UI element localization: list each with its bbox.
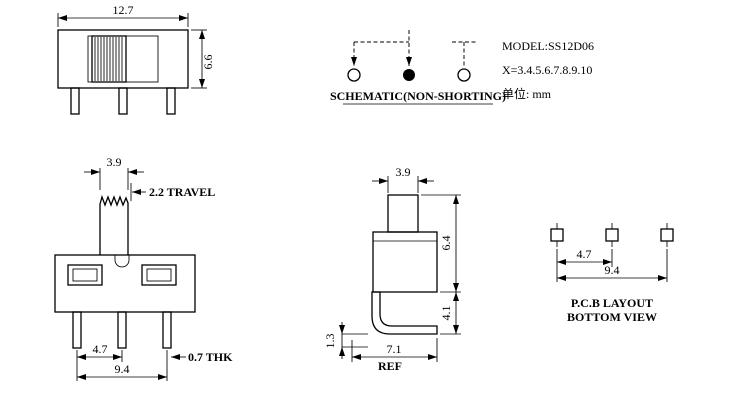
schematic-label: SCHEMATIC(NON-SHORTING): [330, 89, 506, 103]
terminal-pins-side: [72, 311, 172, 349]
pcb-layout: 4.7 9.4 P.C.B LAYOUT BOTTOM VIEW: [550, 223, 674, 324]
side-view: 3.9 2.2 TRAVEL 4.7 9.4: [54, 155, 233, 381]
bottom-view-label: BOTTOM VIEW: [567, 310, 657, 324]
bent-terminal-pin: [371, 291, 438, 335]
switch-body-front: [57, 29, 189, 89]
profile-knob-dim-label: 3.9: [396, 165, 411, 179]
pcb-pitch-dim-label: 4.7: [577, 247, 592, 261]
switch-body-profile: [372, 231, 438, 293]
switch-body-side: [54, 254, 196, 313]
ref-label: REF: [378, 359, 402, 373]
terminal-pins-front: [70, 87, 176, 115]
pin-length-dim-label: 7.1: [387, 342, 402, 356]
model-x-options: X=3.4.5.6.7.8.9.10: [502, 63, 592, 77]
pcb-layout-label: P.C.B LAYOUT: [571, 296, 653, 310]
height-dimension: 6.6: [191, 29, 215, 89]
slider-knob-front: [91, 35, 127, 83]
pcb-dimensions: 4.7 9.4: [556, 247, 668, 282]
title-block: MODEL:SS12D06 X=3.4.5.6.7.8.9.10 单位: mm: [502, 39, 594, 101]
pin-span-dim-label: 9.4: [115, 362, 130, 376]
pitch-dimension: 4.7 9.4: [76, 342, 168, 381]
travel-label: 2.2 TRAVEL: [149, 185, 215, 199]
contact-open-left: [347, 68, 361, 82]
contact-open-right: [457, 68, 471, 82]
pin-pitch-dim-label: 4.7: [93, 342, 108, 356]
body-height-dim-label: 6.4: [439, 236, 453, 251]
body-windows: [67, 264, 177, 286]
knob-stem-arch: [114, 255, 130, 268]
thickness-label: 0.7 THK: [188, 350, 233, 364]
front-height-dim-label: 6.6: [201, 55, 215, 70]
model-number: MODEL:SS12D06: [502, 39, 594, 53]
front-view: 12.7 6.6: [57, 3, 215, 115]
pin-height-dim-label: 4.1: [439, 306, 453, 321]
profile-knob-dimension: 3.9: [372, 165, 434, 193]
knob-width-dimension: 3.9: [84, 155, 144, 190]
unit-note: 单位: mm: [502, 86, 552, 101]
thickness-callout: 0.7 THK: [171, 350, 233, 364]
front-width-dim-label: 12.7: [113, 3, 134, 17]
contact-common-filled: [403, 69, 415, 81]
pin-tip-dim-label: 1.3: [323, 334, 337, 349]
slider-slot: [87, 35, 159, 83]
side-knob-dim-label: 3.9: [107, 155, 122, 169]
actuator-knob-profile: [387, 194, 419, 233]
pin-length-dimension: 7.1 REF: [351, 338, 438, 373]
travel-annotation: 2.2 TRAVEL: [130, 183, 215, 201]
width-dimension: 12.7: [57, 3, 189, 27]
actuator-knob: [99, 194, 129, 255]
pcb-pads: [550, 223, 674, 247]
pcb-span-dim-label: 9.4: [605, 263, 620, 277]
profile-view: 3.9 6.4 4.1 1.3 7.1 REF: [323, 165, 461, 373]
pin-tip-dimension: 1.3: [323, 322, 368, 359]
schematic: SCHEMATIC(NON-SHORTING): [330, 30, 506, 105]
body-height-dimension: 6.4 4.1: [421, 194, 461, 335]
knob-serrations: [94, 37, 123, 81]
